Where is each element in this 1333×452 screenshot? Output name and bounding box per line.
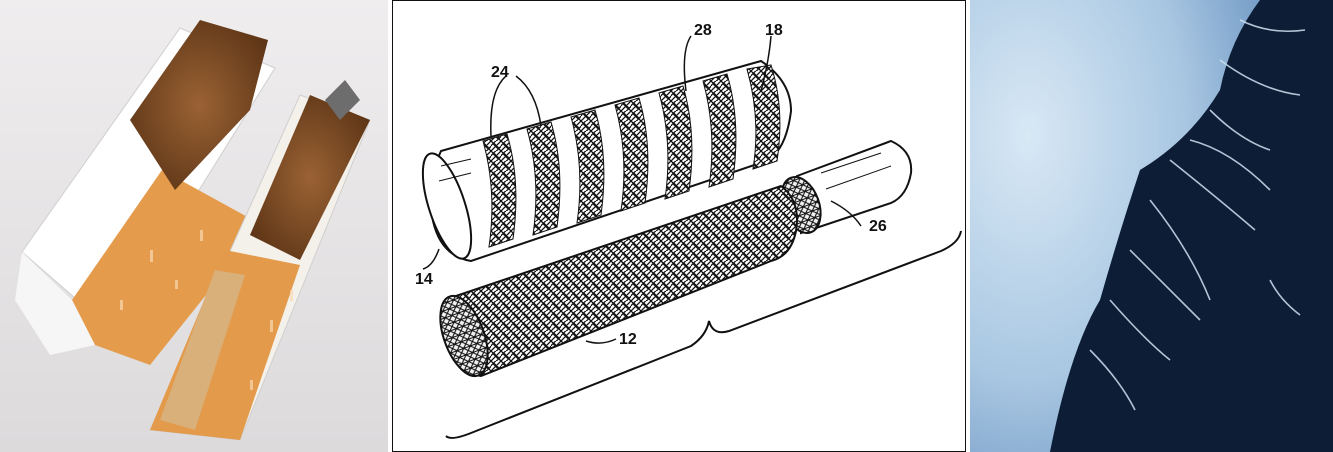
fiber-strands bbox=[1089, 19, 1306, 411]
patent-diagram-panel: 24 28 18 14 26 12 bbox=[392, 0, 966, 452]
brace bbox=[445, 230, 962, 439]
label-18: 18 bbox=[765, 22, 783, 39]
right-cigarette bbox=[149, 80, 371, 441]
label-14: 14 bbox=[415, 271, 433, 288]
fiber-micrograph bbox=[970, 0, 1333, 452]
cigarette-photo bbox=[0, 0, 388, 452]
filter-plug bbox=[780, 139, 913, 235]
leader-lines bbox=[422, 35, 862, 344]
fiber-micrograph-panel bbox=[970, 0, 1333, 452]
label-26: 26 bbox=[869, 218, 887, 235]
porous-core bbox=[439, 184, 798, 378]
striped-tube bbox=[421, 59, 793, 263]
label-28: 28 bbox=[694, 22, 712, 39]
patent-diagram: 24 28 18 14 26 12 bbox=[415, 22, 962, 439]
left-cigarette bbox=[15, 20, 276, 365]
label-24: 24 bbox=[491, 64, 509, 81]
label-12: 12 bbox=[619, 331, 637, 348]
cigarette-photo-panel bbox=[0, 0, 388, 452]
